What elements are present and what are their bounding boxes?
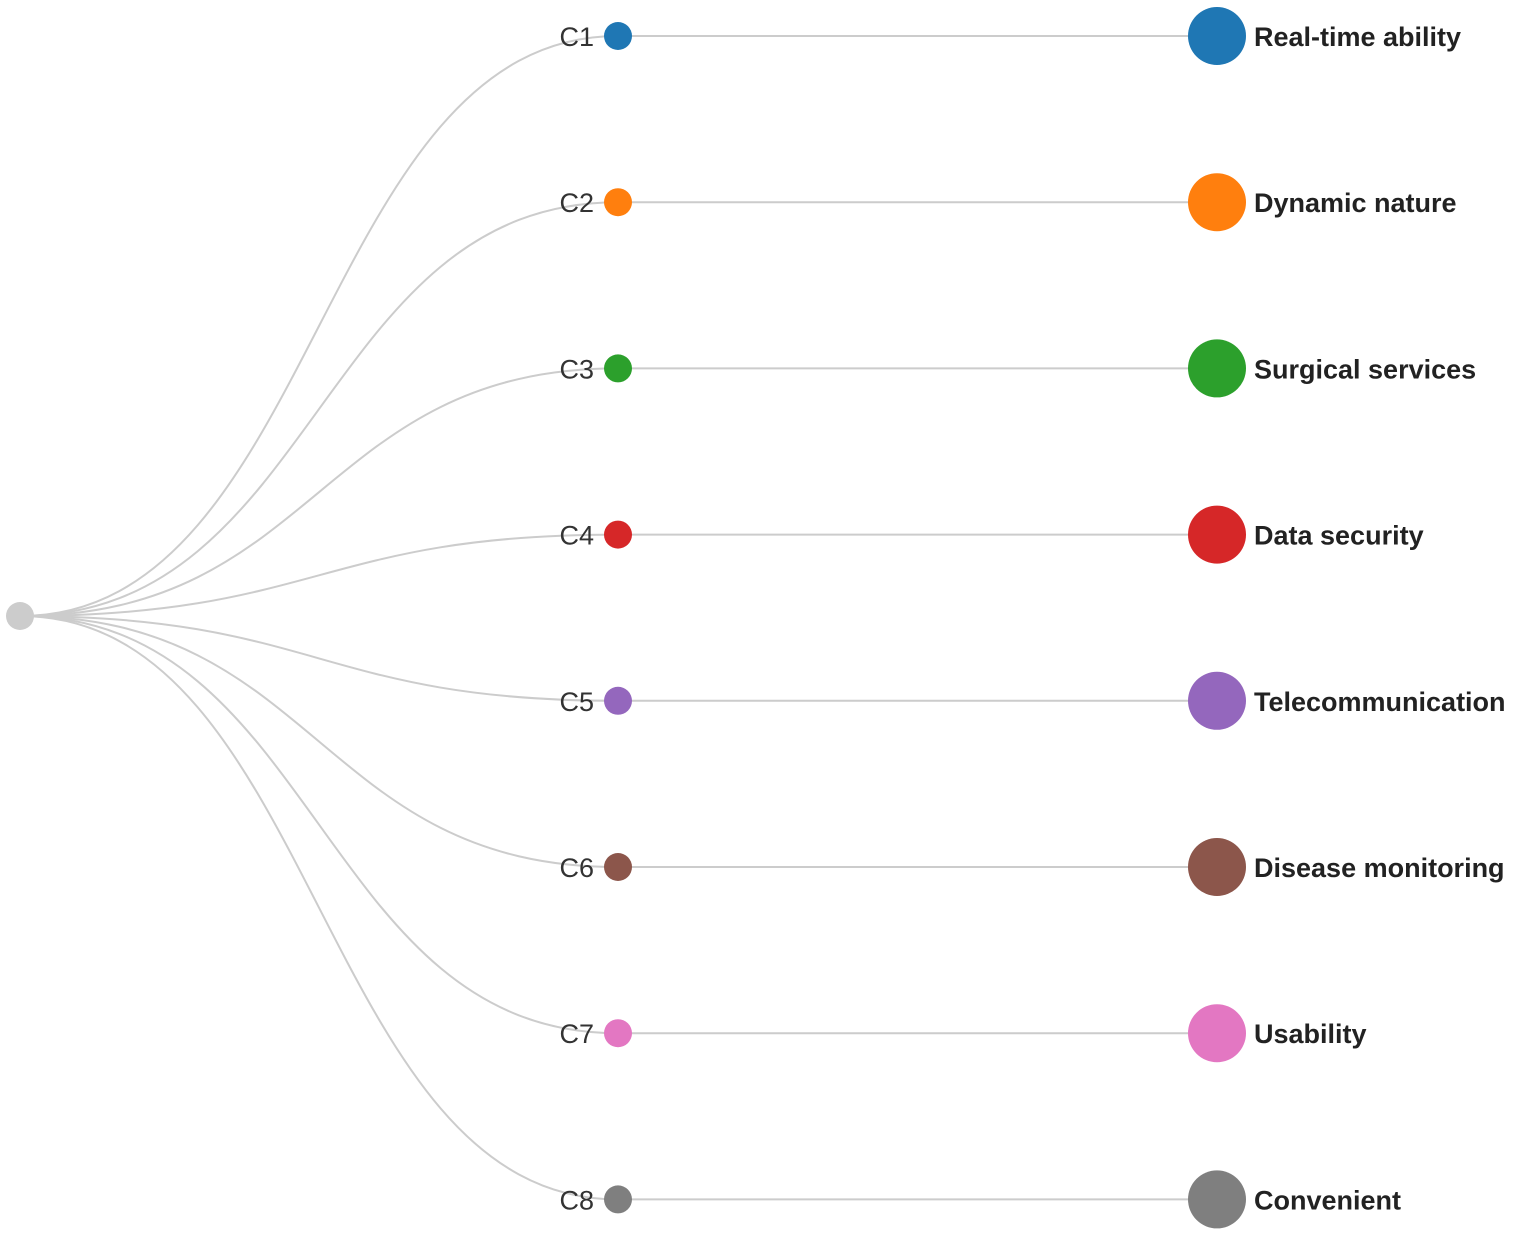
code-label-c3: C3 [559,354,594,384]
leaf-node-c3[interactable] [1188,339,1246,398]
link-root-c3 [19,367,619,617]
node-c3[interactable] [604,354,632,383]
leaf-label-c2: Dynamic nature [1254,188,1457,218]
link-root-c6 [19,615,619,868]
leaf-label-c4: Data security [1254,521,1424,551]
leaf-node-c8[interactable] [1188,1170,1246,1229]
node-c6[interactable] [604,853,632,881]
code-label-c7: C7 [559,1019,594,1049]
code-label-c6: C6 [559,853,594,883]
leaf-node-c7[interactable] [1188,1004,1246,1063]
code-label-c2: C2 [559,188,594,218]
leaf-node-c6[interactable] [1188,838,1246,896]
link-root-c7 [19,615,619,1035]
link-root-c8 [19,615,619,1201]
node-c8[interactable] [604,1185,632,1214]
node-c2[interactable] [604,188,632,217]
code-label-c1: C1 [559,22,594,52]
leaf-label-c3: Surgical services [1254,354,1476,384]
leaf-label-c8: Convenient [1254,1185,1401,1215]
node-c7[interactable] [604,1019,632,1048]
link-root-c1 [19,35,619,617]
leaf-label-c7: Usability [1254,1019,1367,1049]
link-root-c5 [19,615,619,702]
node-c5[interactable] [604,686,632,715]
node-c4[interactable] [604,520,632,549]
leaf-node-c5[interactable] [1188,671,1246,730]
node-c1[interactable] [604,22,632,50]
code-label-c4: C4 [559,521,594,551]
leaf-node-c4[interactable] [1188,505,1246,564]
leaf-label-c5: Telecommunication [1254,687,1506,717]
link-root-c2 [19,201,619,617]
code-label-c8: C8 [559,1185,594,1215]
leaf-label-c6: Disease monitoring [1254,853,1505,883]
leaf-node-c2[interactable] [1188,173,1246,232]
links-layer [19,35,1217,1201]
root-node[interactable] [6,602,34,630]
link-root-c4 [19,533,619,617]
leaf-label-c1: Real-time ability [1254,22,1461,52]
leaf-node-c1[interactable] [1188,7,1246,65]
code-label-c5: C5 [559,687,594,717]
